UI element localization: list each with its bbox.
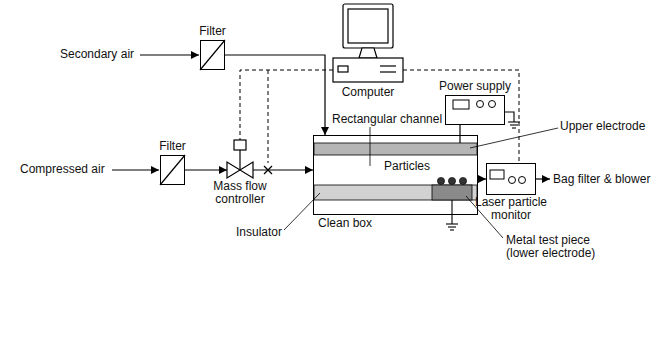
part-label: Particles <box>384 160 430 173</box>
metal-test-piece <box>432 185 472 200</box>
filter-box: Filter <box>200 40 225 70</box>
inlet-label: Compressed air <box>20 163 105 176</box>
filter-media <box>160 155 185 185</box>
node-label: Mass flow controller <box>203 180 277 206</box>
flow-line <box>478 178 486 179</box>
node-label: Filter <box>199 25 226 38</box>
inlet-label: Secondary air <box>60 48 134 61</box>
monitor-face <box>490 170 526 184</box>
leader-line <box>284 127 558 238</box>
power-supply-face <box>453 100 496 109</box>
node-label: Computer <box>342 86 395 99</box>
flow-line <box>225 55 325 135</box>
computer: Computer <box>333 4 403 84</box>
part-label: Upper electrode <box>560 120 645 133</box>
valve-symbol <box>227 140 253 178</box>
computer-icon <box>333 4 403 82</box>
flow-line <box>459 125 460 143</box>
node-label: Power supply <box>439 80 511 93</box>
part-label: Metal test piece (lower electrode) <box>506 234 610 260</box>
laser-particle-monitor: Laser particle monitor <box>486 163 536 195</box>
signal-line <box>240 70 333 140</box>
inlet-arrow <box>140 54 199 55</box>
flow-line <box>185 169 227 170</box>
power-supply: Power supply <box>445 95 505 125</box>
mass-flow-controller: Mass flow controller <box>227 140 253 178</box>
filter-media <box>200 40 225 70</box>
node-label: Clean box <box>318 217 372 230</box>
node-label: Laser particle monitor <box>469 196 553 222</box>
signal-line <box>268 70 269 163</box>
node-label: Filter <box>159 140 186 153</box>
inlet-arrow <box>112 169 159 170</box>
particles <box>437 177 466 184</box>
outlet-arrow <box>536 178 550 179</box>
upper-electrode <box>314 143 477 155</box>
part-label: Rectangular channel <box>332 113 442 126</box>
filter-box: Filter <box>160 155 185 185</box>
part-label: Insulator <box>236 226 282 239</box>
outlet-label: Bag filter & blower <box>553 173 650 186</box>
flow-line <box>253 169 313 170</box>
clean-box: Clean box <box>313 135 478 215</box>
insulator <box>314 185 477 200</box>
